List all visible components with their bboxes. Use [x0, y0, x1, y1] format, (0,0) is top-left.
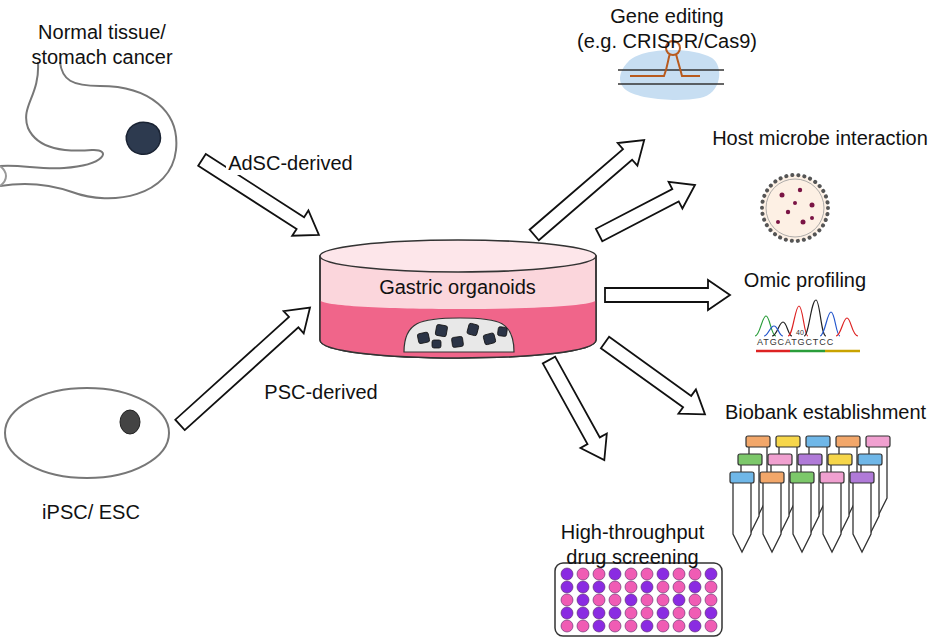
diagram-node: Biobank establishment — [705, 392, 946, 552]
node-label: Gastric organoids — [328, 275, 588, 300]
node-label: Gene editing (e.g. CRISPR/Cas9) — [573, 4, 761, 54]
diagram-node: iPSC/ ESC — [2, 384, 180, 530]
sequence-label: 40 — [796, 328, 804, 337]
culture-dish — [320, 240, 596, 358]
node-label: Host microbe interaction — [696, 126, 944, 151]
block-arrow — [596, 182, 695, 241]
diagram-node: Normal tissue/ stomach cancer — [2, 14, 202, 206]
node-label: Biobank establishment — [706, 400, 945, 425]
edge-label: PSC-derived — [262, 380, 379, 404]
stomach-illustration — [0, 62, 176, 198]
node-label: High-throughput drug screening — [517, 520, 749, 570]
diagram-node: Gene editing (e.g. CRISPR/Cas9) — [572, 0, 762, 140]
sample-tubes — [730, 436, 890, 552]
node-label: Omic profiling — [731, 268, 879, 293]
cell-nucleus — [120, 410, 140, 434]
block-arrow — [543, 357, 607, 460]
chromatogram — [755, 300, 860, 351]
node-label: Normal tissue/ stomach cancer — [15, 20, 190, 70]
diagram-node: Gastric organoids — [310, 235, 605, 360]
block-arrow — [175, 308, 310, 431]
block-arrow — [601, 337, 705, 415]
block-arrow — [605, 280, 730, 310]
edge-label: AdSC-derived — [226, 151, 355, 175]
diagram-node: High-throughput drug screening — [515, 460, 750, 637]
diagram-node: Host microbe interaction — [695, 120, 945, 250]
sequence-label: ATGCATGCTCC — [757, 337, 834, 348]
node-label: iPSC/ ESC — [6, 500, 176, 525]
stem-cell — [5, 388, 169, 478]
microbe-icon — [762, 175, 828, 241]
well-plate — [555, 563, 722, 636]
tumor — [126, 122, 160, 154]
